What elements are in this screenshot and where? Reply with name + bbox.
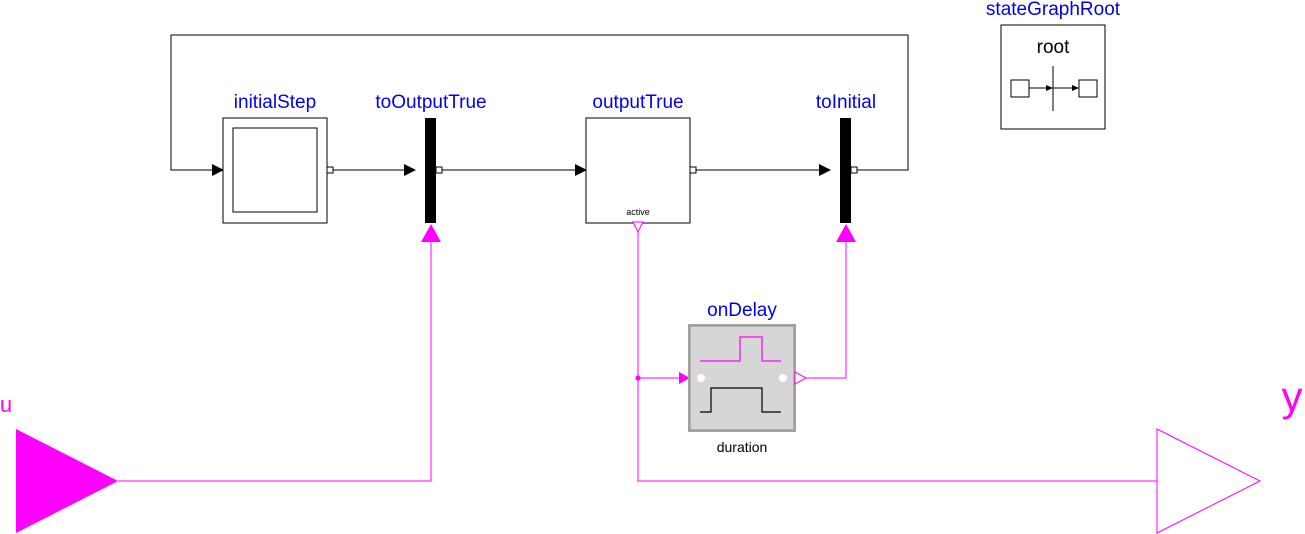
on-delay-block[interactable] <box>688 324 808 432</box>
state-graph-root-title: root <box>1037 37 1070 58</box>
on-delay-input-pulse-icon <box>700 336 781 362</box>
to-initial-condition-port[interactable] <box>836 224 856 242</box>
output-y-label: y <box>1282 373 1303 420</box>
on-delay-label: onDelay <box>707 300 777 321</box>
to-output-true-transition[interactable] <box>421 118 443 242</box>
output-true-active-port[interactable] <box>632 221 644 234</box>
state-connections <box>170 34 909 176</box>
to-output-true-outport[interactable] <box>435 166 443 174</box>
on-delay-output-pulse-icon <box>700 387 781 413</box>
on-delay-output-dot <box>779 374 787 382</box>
root-icon-left-box <box>1010 79 1030 98</box>
output-true-active-label: active <box>626 207 650 217</box>
root-icon-right-box <box>1078 79 1098 98</box>
initial-step-label: initialStep <box>234 92 316 113</box>
to-initial-transition[interactable] <box>836 118 858 242</box>
output-true-outport[interactable] <box>689 166 697 174</box>
to-initial-outport[interactable] <box>850 166 858 174</box>
onDelay-input-arrow <box>679 372 690 384</box>
state-graph-root-label: stateGraphRoot <box>986 0 1121 20</box>
on-delay-output-port[interactable] <box>794 371 808 385</box>
initial-step[interactable] <box>222 117 334 224</box>
connection-active-to-y <box>637 232 1157 482</box>
state-graph-root-block[interactable] <box>1000 24 1106 130</box>
output-true-step[interactable] <box>585 117 697 234</box>
connection-onDelay-to-toInitial <box>806 242 847 379</box>
input-u-connector[interactable] <box>16 429 118 533</box>
to-output-true-label: toOutputTrue <box>375 92 486 113</box>
signal-connections <box>118 232 1157 482</box>
input-u-label: u <box>0 392 12 417</box>
on-delay-input-dot <box>697 374 705 382</box>
on-delay-parameter-label: duration <box>717 439 768 455</box>
connection-u-to-toOutputTrue <box>118 242 432 482</box>
initial-step-outport[interactable] <box>326 166 334 174</box>
output-y-connector[interactable] <box>1156 428 1262 534</box>
connection-junction-dot <box>635 375 641 381</box>
connection-toInitial-to-initialStep <box>170 34 909 176</box>
to-output-true-condition-port[interactable] <box>421 224 441 242</box>
to-initial-label: toInitial <box>816 92 876 113</box>
output-true-label: outputTrue <box>592 92 683 113</box>
